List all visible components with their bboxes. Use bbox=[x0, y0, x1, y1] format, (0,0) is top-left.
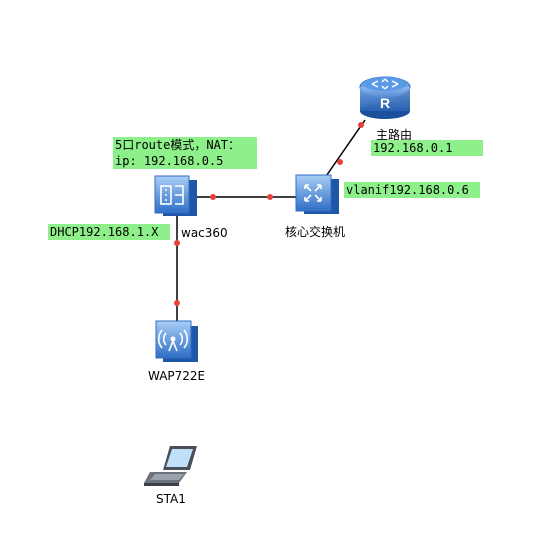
wac-dhcp-note: DHCP192.168.1.X bbox=[48, 224, 170, 240]
svg-text:R: R bbox=[380, 95, 390, 111]
port-dot bbox=[174, 300, 180, 306]
switch-vlanif-note: vlanif192.168.0.6 bbox=[344, 182, 480, 198]
wac-mode-note-line1: 5口route模式，NAT： bbox=[113, 137, 257, 153]
switch-label: 核心交换机 bbox=[285, 225, 346, 239]
ap-label: WAP722E bbox=[148, 369, 206, 383]
wac-label: wac360 bbox=[181, 226, 228, 240]
port-dot bbox=[210, 194, 216, 200]
port-dot bbox=[267, 194, 273, 200]
sta-label: STA1 bbox=[156, 492, 186, 506]
router-ip-note: 192.168.0.1 bbox=[371, 140, 483, 156]
router-icon[interactable]: R bbox=[359, 76, 411, 119]
laptop-icon[interactable] bbox=[144, 446, 197, 486]
access-point-icon[interactable] bbox=[155, 320, 198, 362]
port-dot bbox=[358, 122, 364, 128]
port-dot bbox=[174, 240, 180, 246]
router-label: 主路由 bbox=[376, 128, 413, 142]
link-router-switch bbox=[321, 119, 366, 183]
wireless-controller-icon[interactable] bbox=[154, 175, 197, 216]
wac-mode-note-line2: ip: 192.168.0.5 bbox=[113, 153, 257, 169]
port-dot bbox=[337, 159, 343, 165]
switch-icon[interactable] bbox=[295, 174, 339, 214]
